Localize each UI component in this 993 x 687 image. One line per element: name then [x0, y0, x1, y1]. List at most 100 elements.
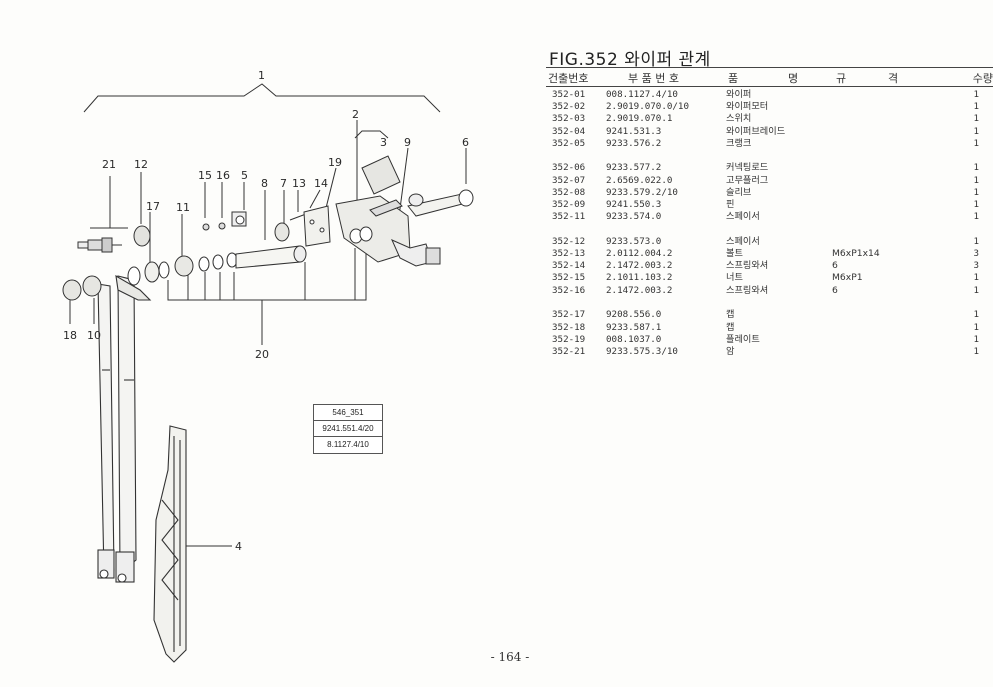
wiper-blade [153, 425, 187, 663]
cell-part-no: 9233.576.2 [606, 137, 662, 149]
figure-title: FIG.352 와이퍼 관계 [549, 50, 711, 70]
callout-9: 9 [404, 136, 411, 149]
cell-qty: 1 [973, 125, 979, 137]
cell-qty: 1 [973, 137, 979, 149]
callout-2: 2 [352, 108, 359, 121]
callout-21: 21 [102, 158, 116, 171]
callout-20: 20 [255, 348, 269, 361]
cell-part-no: 9233.575.3/10 [606, 345, 678, 357]
cell-no: 352-03 [552, 113, 586, 125]
cell-qty: 1 [973, 272, 979, 284]
exploded-parts-diagram: 1 2 3 4 5 6 7 8 9 10 11 12 13 14 15 16 1… [62, 69, 474, 663]
cell-qty: 1 [973, 162, 979, 174]
callout-8: 8 [261, 177, 268, 190]
cell-qty: 1 [973, 321, 979, 333]
callout-17: 17 [146, 200, 160, 213]
callout-3: 3 [380, 136, 387, 149]
cell-no: 352-15 [552, 272, 586, 284]
cell-no: 352-11 [552, 211, 586, 223]
title-divider [546, 67, 993, 68]
header-qty: 수량 [972, 72, 993, 85]
switch-3 [361, 155, 401, 195]
cell-no: 352-07 [552, 174, 586, 186]
table-row: 352-04 9241.531.3 와이퍼브레이드 1 [546, 126, 993, 138]
cell-qty: 3 [973, 260, 979, 272]
cell-name: 스페이서 [726, 211, 760, 223]
header-no: 건출번호 [548, 72, 589, 85]
cell-part-no: 008.1127.4/10 [606, 89, 678, 100]
cell-no: 352-19 [552, 333, 586, 345]
cell-no: 352-13 [552, 248, 586, 260]
table-row: 352-08 9233.579.2/10 슬리브 1 [546, 187, 993, 199]
cell-part-no: 2.1472.003.2 [606, 284, 673, 296]
cell-part-no: 2.0112.004.2 [606, 248, 673, 260]
cell-part-no: 2.6569.022.0 [606, 174, 673, 186]
cell-part-no: 9233.579.2/10 [606, 186, 678, 198]
cell-name: 와이퍼모터 [726, 101, 769, 113]
cell-name: 캡 [726, 321, 735, 333]
cell-qty: 1 [973, 309, 979, 321]
bracket-3 [354, 130, 389, 139]
cell-name: 와이퍼브레이드 [726, 125, 786, 137]
cell-no: 352-12 [552, 235, 586, 247]
callout-4: 4 [235, 540, 242, 553]
callout-11: 11 [176, 201, 190, 214]
cell-name: 스프링와셔 [726, 260, 769, 272]
callout-13: 13 [292, 177, 306, 190]
cell-part-no: 008.1037.0 [606, 333, 662, 345]
callout-18: 18 [63, 329, 77, 342]
bracket-1 [83, 83, 441, 113]
cell-no: 352-18 [552, 321, 586, 333]
cell-part-no: 9233.573.0 [606, 235, 662, 247]
wiper-arm-left [97, 283, 115, 579]
cell-qty: 1 [973, 174, 979, 186]
cell-name: 캡 [726, 309, 735, 321]
callout-19: 19 [328, 156, 342, 169]
cell-qty: 1 [973, 89, 979, 100]
header-divider [546, 86, 993, 87]
page-number: - 164 - [490, 650, 530, 664]
cell-name: 크랭크 [726, 137, 752, 149]
header-part-no: 부 품 번 호 [628, 72, 679, 85]
cell-qty: 1 [973, 211, 979, 223]
cell-part-no: 2.1011.103.2 [606, 272, 673, 284]
header-spec-b: 격 [888, 72, 899, 85]
cell-no: 352-09 [552, 199, 586, 210]
plate-19 [303, 205, 331, 247]
cell-part-no: 9208.556.0 [606, 309, 662, 321]
cell-qty: 1 [973, 113, 979, 125]
cell-no: 352-21 [552, 345, 586, 357]
cell-no: 352-16 [552, 284, 586, 296]
table-row: 352-09 9241.550.3 핀 1 [546, 199, 993, 211]
cell-part-no: 9241.550.3 [606, 199, 662, 210]
cell-name: 핀 [726, 199, 735, 210]
wiper-arm-right [115, 274, 152, 583]
cell-name: 스페이서 [726, 235, 760, 247]
cell-name: 스위치 [726, 113, 752, 125]
bracket-20 [167, 240, 367, 301]
cell-no: 352-02 [552, 101, 586, 113]
wiper-motor [335, 195, 441, 267]
cell-name: 볼트 [726, 248, 743, 260]
cell-qty: 1 [973, 235, 979, 247]
cell-spec: 6 [832, 284, 838, 296]
callout-labels: 1 2 3 4 5 6 7 8 9 10 11 12 13 14 15 16 1… [63, 69, 469, 553]
cell-no: 352-04 [552, 125, 586, 137]
cell-name: 슬리브 [726, 186, 752, 198]
cell-no: 352-01 [552, 89, 586, 100]
callout-7: 7 [280, 177, 287, 190]
callout-12: 12 [134, 158, 148, 171]
cell-part-no: 9241.531.3 [606, 125, 662, 137]
cell-qty: 1 [973, 199, 979, 210]
cell-qty: 1 [973, 186, 979, 198]
cell-no: 352-08 [552, 186, 586, 198]
